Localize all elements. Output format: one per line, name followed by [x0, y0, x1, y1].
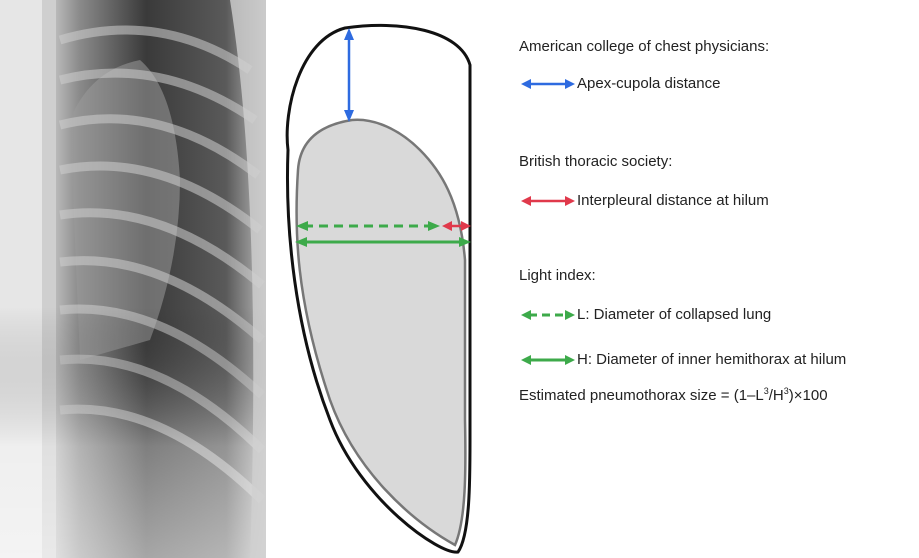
collapsed-lung [297, 120, 466, 545]
chest-xray-image [0, 0, 266, 558]
formula-suffix: )×100 [789, 387, 828, 404]
legend: American college of chest physicians: Ap… [519, 0, 919, 558]
light-l-legend-item: L: Diameter of collapsed lung [521, 306, 771, 323]
light-h-label: H: Diameter of inner hemithorax at hilum [577, 351, 846, 368]
light-index-heading: Light index: [519, 267, 596, 285]
blue-double-arrow-icon [521, 77, 575, 91]
red-double-arrow-icon [521, 194, 575, 208]
green-double-arrow-icon [521, 353, 575, 367]
light-l-label: L: Diameter of collapsed lung [577, 306, 771, 323]
formula-mid: /H [769, 387, 784, 404]
bts-legend-item: Interpleural distance at hilum [521, 192, 769, 209]
accp-heading: American college of chest physicians: [519, 38, 769, 56]
accp-legend-item: Apex-cupola distance [521, 75, 720, 92]
bts-heading: British thoracic society: [519, 153, 672, 171]
light-h-legend-item: H: Diameter of inner hemithorax at hilum [521, 351, 846, 368]
pneumothorax-diagram [270, 0, 500, 558]
formula-prefix: Estimated pneumothorax size = (1–L [519, 387, 764, 404]
bts-item-label: Interpleural distance at hilum [577, 192, 769, 209]
formula: Estimated pneumothorax size = (1–L3/H3)×… [519, 387, 828, 405]
green-dashed-double-arrow-icon [521, 308, 575, 322]
accp-item-label: Apex-cupola distance [577, 75, 720, 92]
